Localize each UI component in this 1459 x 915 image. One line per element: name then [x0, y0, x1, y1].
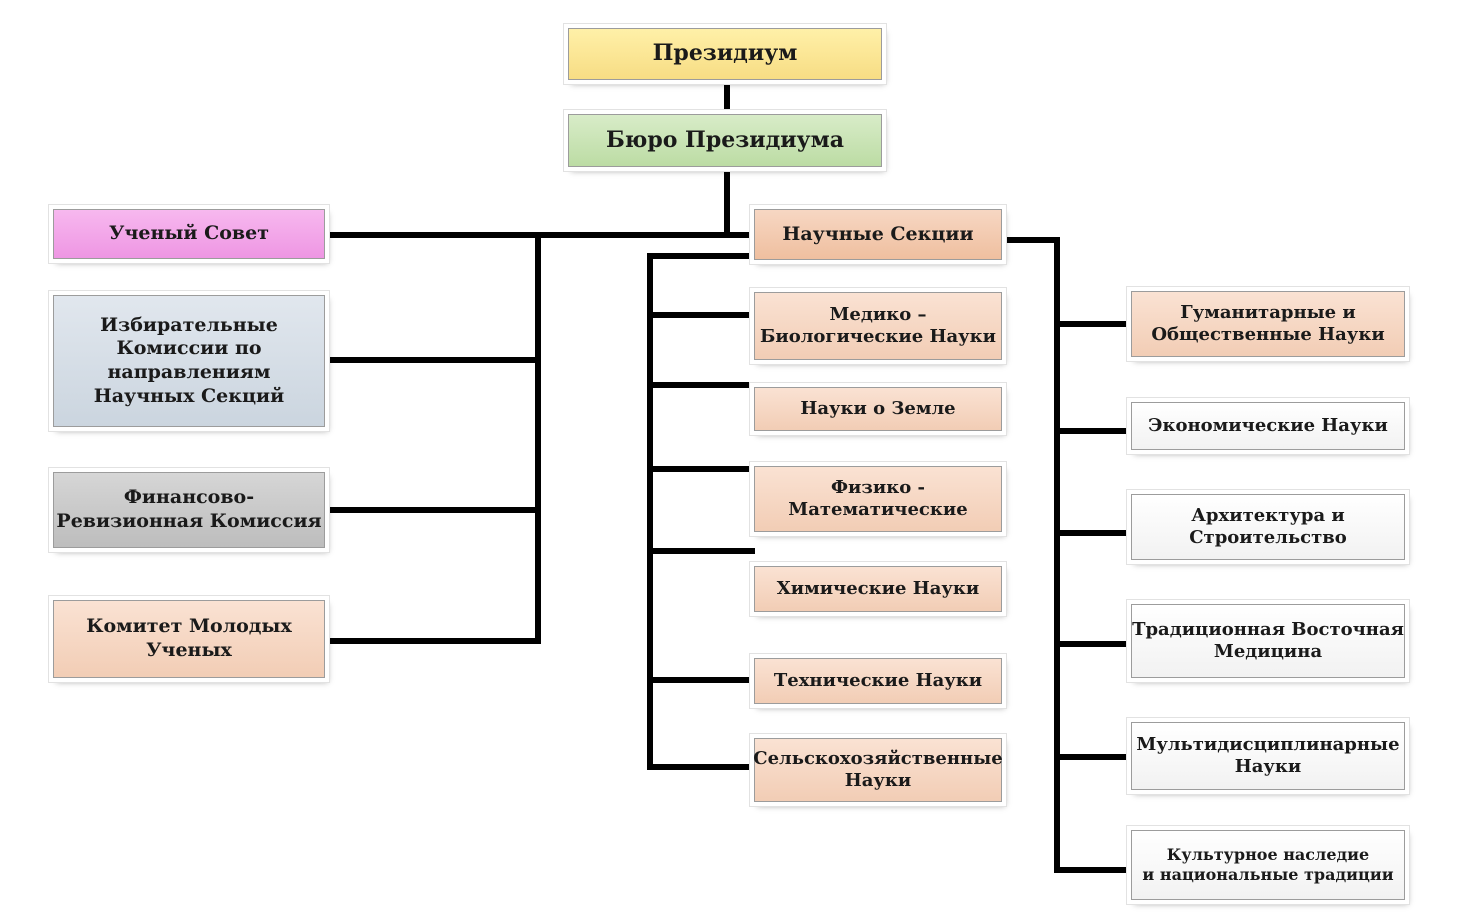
bureau-box: Бюро Президиума — [568, 114, 882, 167]
section-technical: Технические Науки — [754, 658, 1002, 704]
election-commissions-box: Избирательные Комиссии по направлениям Н… — [53, 295, 325, 427]
presidium-box: Президиум — [568, 28, 882, 80]
section-chemistry: Химические Науки — [754, 566, 1002, 612]
scientific-council-box: Ученый Совет — [53, 209, 325, 259]
audit-commission-box: Финансово- Ревизионная Комиссия — [53, 472, 325, 548]
section-medical-biological: Медико – Биологические Науки — [754, 292, 1002, 360]
section-economics: Экономические Науки — [1131, 402, 1405, 450]
section-earth-sciences: Науки о Земле — [754, 387, 1002, 431]
section-agriculture: Сельскохозяйственные Науки — [753, 738, 1003, 802]
section-multidisciplinary: Мультидисциплинарные Науки — [1131, 722, 1405, 790]
section-cultural-heritage: Культурное наследие и национальные тради… — [1131, 830, 1405, 900]
section-humanities-social: Гуманитарные и Общественные Науки — [1131, 291, 1405, 357]
scientific-sections-box: Научные Секции — [754, 209, 1002, 260]
section-oriental-medicine: Традиционная Восточная Медицина — [1131, 604, 1405, 678]
section-architecture: Архитектура и Строительство — [1131, 494, 1405, 560]
section-physics-math: Физико - Математические — [754, 466, 1002, 532]
young-scientists-box: Комитет Молодых Ученых — [53, 600, 325, 678]
